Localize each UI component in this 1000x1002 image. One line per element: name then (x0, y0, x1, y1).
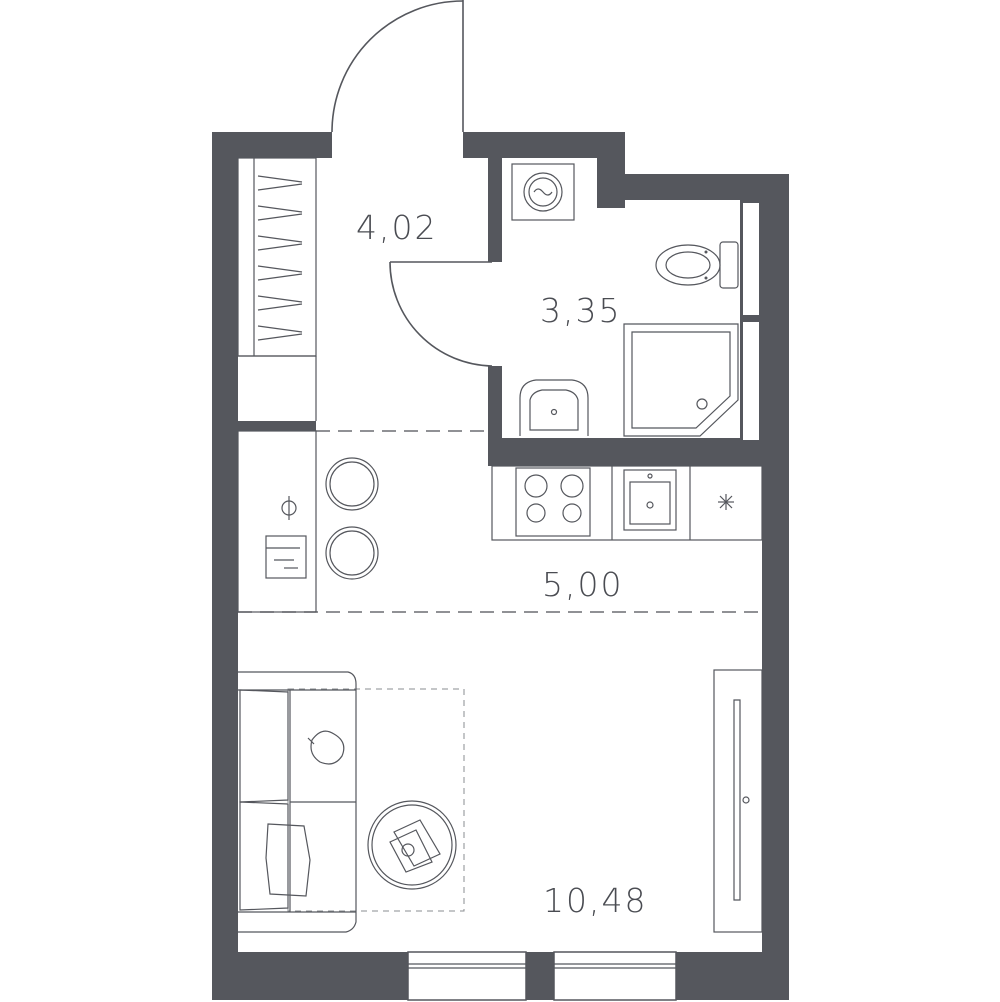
area-labels: 4,02 3,35 5,00 10,48 (356, 208, 647, 920)
sofa-icon (238, 671, 357, 933)
tv-stand-icon (713, 669, 763, 933)
kitchen-area-label: 5,00 (542, 565, 623, 604)
bathroom-wall-upper (488, 158, 502, 262)
zone-dividers (238, 430, 762, 613)
bathroom-door-icon (389, 261, 493, 367)
shaft-void-upper (743, 203, 759, 315)
chair-icon (325, 457, 379, 511)
sink-icon (623, 469, 677, 531)
window-icon (407, 951, 677, 1001)
top-wall-left (212, 132, 332, 158)
right-wall (762, 174, 789, 1000)
top-wall-far-right (597, 174, 789, 200)
coffee-table-icon (367, 800, 457, 890)
asterisk-marker-icon (718, 494, 734, 510)
washbasin-icon (519, 379, 589, 436)
washing-machine-icon (511, 163, 575, 221)
left-wall (212, 132, 238, 1000)
shower-tray-icon (623, 323, 739, 437)
living-room-area-label: 10,48 (543, 881, 647, 920)
kitchen-counter (491, 465, 763, 541)
dining-table-icon (237, 430, 317, 613)
niche-wall (238, 421, 316, 431)
bottom-wall-right (676, 952, 789, 1000)
walls (212, 132, 789, 1000)
bottom-wall-left (212, 952, 408, 1000)
bathroom-wall-bottom (488, 438, 762, 466)
wardrobe-icon (237, 157, 317, 421)
rug-icon (287, 688, 465, 912)
bottom-wall-middle (526, 952, 554, 1000)
cooktop-icon (515, 467, 591, 537)
toilet-icon (655, 241, 739, 289)
hallway-area-label: 4,02 (356, 208, 437, 247)
shaft-void-lower (743, 322, 759, 440)
chair-icon (325, 526, 379, 580)
bathroom-area-label: 3,35 (540, 291, 621, 330)
entrance-door-icon (331, 0, 464, 133)
